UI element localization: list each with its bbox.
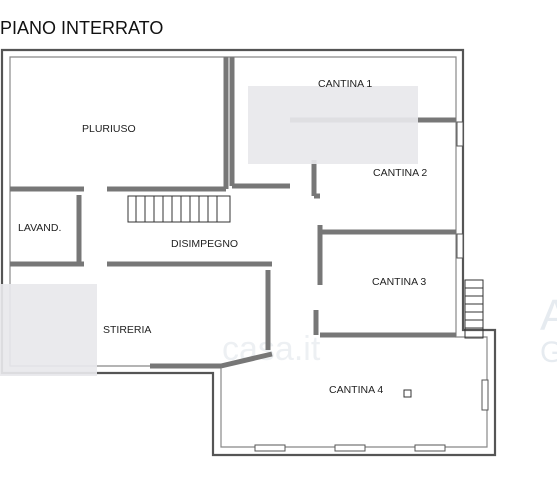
room-label-cantina-1: CANTINA 1 <box>318 78 372 90</box>
room-label-cantina-2: CANTINA 2 <box>373 167 427 179</box>
blur-patch <box>248 86 418 164</box>
blur-patch <box>0 284 97 376</box>
watermark: A G casa.it <box>222 291 557 369</box>
room-label-pluriuso: PLURIUSO <box>82 123 136 135</box>
room-label-cantina-4: CANTINA 4 <box>329 384 383 396</box>
room-label-lavanderia: LAVAND. <box>18 222 61 234</box>
plan-title: PIANO INTERRATO <box>0 18 163 38</box>
room-label-disimpegno: DISIMPEGNO <box>171 238 238 250</box>
stair-right <box>464 279 484 339</box>
room-label-cantina-3: CANTINA 3 <box>372 276 426 288</box>
svg-text:A: A <box>540 291 557 340</box>
svg-text:G: G <box>540 336 557 369</box>
drain-fixture <box>403 389 412 398</box>
windows <box>254 121 489 452</box>
room-label-stireria: STIRERIA <box>103 324 151 336</box>
stair-main <box>127 195 231 223</box>
